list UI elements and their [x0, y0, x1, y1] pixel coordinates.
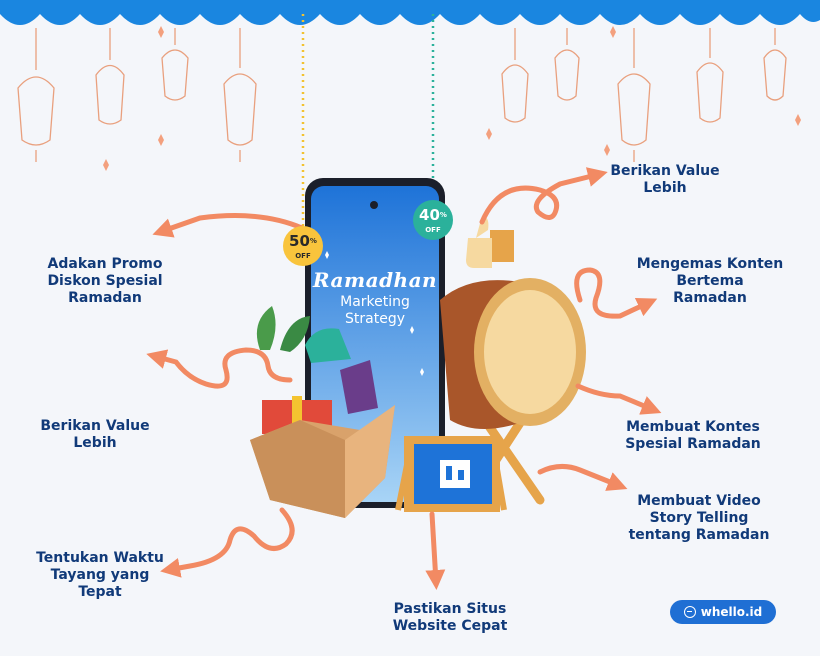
lantern-icon [17, 28, 787, 162]
badge-50-off: OFF [295, 252, 311, 260]
tip-berikan-value-left: Berikan Value Lebih [40, 418, 150, 451]
top-scallop-banner [0, 0, 820, 25]
tip-kontes-ramadan: Membuat Kontes Spesial Ramadan [625, 419, 761, 452]
arrow-lines [146, 167, 662, 590]
phone-illustration [305, 178, 445, 508]
phone-subtitle: Marketing Strategy [340, 294, 410, 327]
sign-board-illustration [395, 436, 507, 512]
brand-badge[interactable]: whello.id [670, 600, 776, 624]
badge-40-off: OFF [425, 226, 441, 234]
tip-promo-diskon: Adakan Promo Diskon Spesial Ramadan [47, 256, 163, 306]
tip-waktu-tayang: Tentukan Waktu Tayang yang Tepat [36, 550, 164, 600]
brand-label: whello.id [700, 605, 763, 619]
badge-50-value: 50% [289, 232, 317, 250]
tip-video-story: Membuat Video Story Telling tentang Rama… [628, 493, 770, 543]
tip-situs-cepat: Pastikan Situs Website Cepat [392, 601, 508, 634]
thumbs-up-icon [466, 216, 514, 268]
badge-40-circle [413, 200, 453, 240]
badge-50-circle [283, 226, 323, 266]
gift-box-illustration [250, 306, 395, 518]
phone-title: Ramadhan [312, 268, 438, 292]
badge-40-value: 40% [419, 206, 447, 224]
globe-icon [683, 606, 696, 618]
sparkle-icon [103, 26, 801, 171]
tip-berikan-value-top: Berikan Value Lebih [610, 163, 720, 196]
tip-konten-ramadan: Mengemas Konten Bertema Ramadan [636, 256, 784, 306]
